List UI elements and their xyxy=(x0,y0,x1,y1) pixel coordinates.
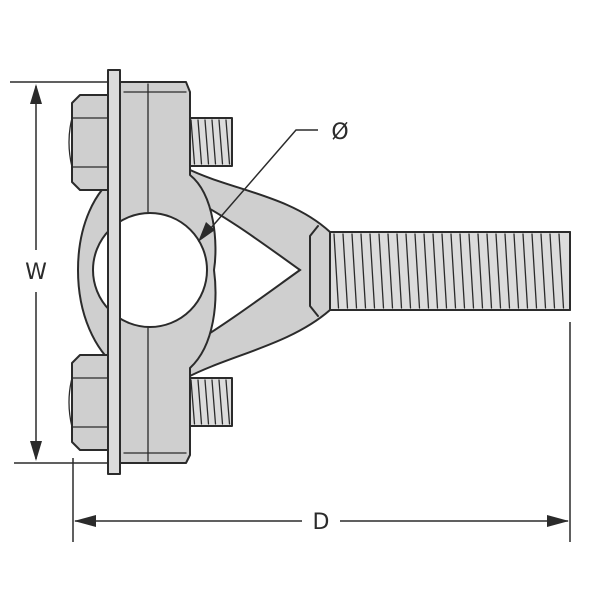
bolt-top-thread-1 xyxy=(197,119,203,165)
washer-plate xyxy=(107,69,121,475)
washer-plate-body xyxy=(107,69,121,475)
bolt-bottom-thread-2 xyxy=(204,379,210,425)
bolt-thread-bottom-body xyxy=(187,377,233,427)
stud-thread-23 xyxy=(540,233,547,309)
stud-thread-21 xyxy=(522,233,529,309)
bolt-top-threads xyxy=(190,119,231,165)
hex-nut-top-chamfer xyxy=(68,117,73,168)
diameter-label: Ø xyxy=(331,120,348,145)
stud-thread-16 xyxy=(477,233,484,309)
hex-nut-bottom-body xyxy=(71,354,109,451)
d-arrow-left xyxy=(74,515,96,527)
stud-thread-5 xyxy=(378,233,385,309)
bolt-top-thread-5 xyxy=(225,119,231,165)
hex-nut-top-body xyxy=(71,94,109,191)
w-label: W xyxy=(25,260,47,285)
stud-thread-18 xyxy=(495,233,502,309)
stud-thread-4 xyxy=(369,233,376,309)
bolt-bottom-thread-1 xyxy=(197,379,203,425)
d-label: D xyxy=(313,510,330,535)
stud-thread-22 xyxy=(531,233,538,309)
bolt-thread-top xyxy=(187,117,233,167)
d-arrow-right xyxy=(547,515,569,527)
stud-thread-20 xyxy=(513,233,520,309)
w-arrow-top xyxy=(30,84,42,104)
bolt-top-thread-3 xyxy=(211,119,217,165)
bolt-top-thread-4 xyxy=(218,119,224,165)
stud-thread-17 xyxy=(486,233,493,309)
bolt-top-thread-2 xyxy=(204,119,210,165)
stud-thread-1 xyxy=(342,233,349,309)
stud-thread-11 xyxy=(432,233,439,309)
hex-nut-bottom-chamfer xyxy=(68,377,73,428)
threaded-stud xyxy=(329,231,571,311)
stud-thread-24 xyxy=(549,233,556,309)
extension-lines xyxy=(10,81,571,542)
stud-thread-2 xyxy=(351,233,358,309)
stud-thread-8 xyxy=(405,233,412,309)
bolt-thread-top-body xyxy=(187,117,233,167)
stud-thread-9 xyxy=(414,233,421,309)
w-arrow-bottom xyxy=(30,441,42,461)
stud-outline xyxy=(329,231,571,311)
diameter-leader xyxy=(203,129,318,237)
bolt-bottom-thread-3 xyxy=(211,379,217,425)
stud-thread-10 xyxy=(423,233,430,309)
bolt-bottom-thread-4 xyxy=(218,379,224,425)
depth-dimension: D xyxy=(74,510,569,535)
stud-thread-6 xyxy=(387,233,394,309)
stud-thread-15 xyxy=(468,233,475,309)
diameter-arrow xyxy=(198,222,215,242)
bolt-bottom-threads xyxy=(190,379,231,425)
bolt-bottom-thread-0 xyxy=(190,379,196,425)
stud-thread-12 xyxy=(441,233,448,309)
bolt-thread-bottom xyxy=(187,377,233,427)
stud-thread-13 xyxy=(450,233,457,309)
hex-nut-top xyxy=(68,94,109,191)
stud-thread-14 xyxy=(459,233,466,309)
bolt-top-thread-0 xyxy=(190,119,196,165)
stud-thread-0 xyxy=(333,233,340,309)
pipe-bore xyxy=(92,212,208,328)
width-dimension: W xyxy=(25,84,47,461)
stud-thread-7 xyxy=(396,233,403,309)
stud-thread-25 xyxy=(558,233,565,309)
bolt-bottom-thread-5 xyxy=(225,379,231,425)
stud-thread-19 xyxy=(504,233,511,309)
diameter-callout: Ø xyxy=(198,120,349,242)
stud-threads xyxy=(333,233,565,309)
clamp-body xyxy=(77,81,217,464)
hex-nut-bottom xyxy=(68,354,109,451)
stud-thread-3 xyxy=(360,233,367,309)
arm-collar xyxy=(309,225,319,317)
